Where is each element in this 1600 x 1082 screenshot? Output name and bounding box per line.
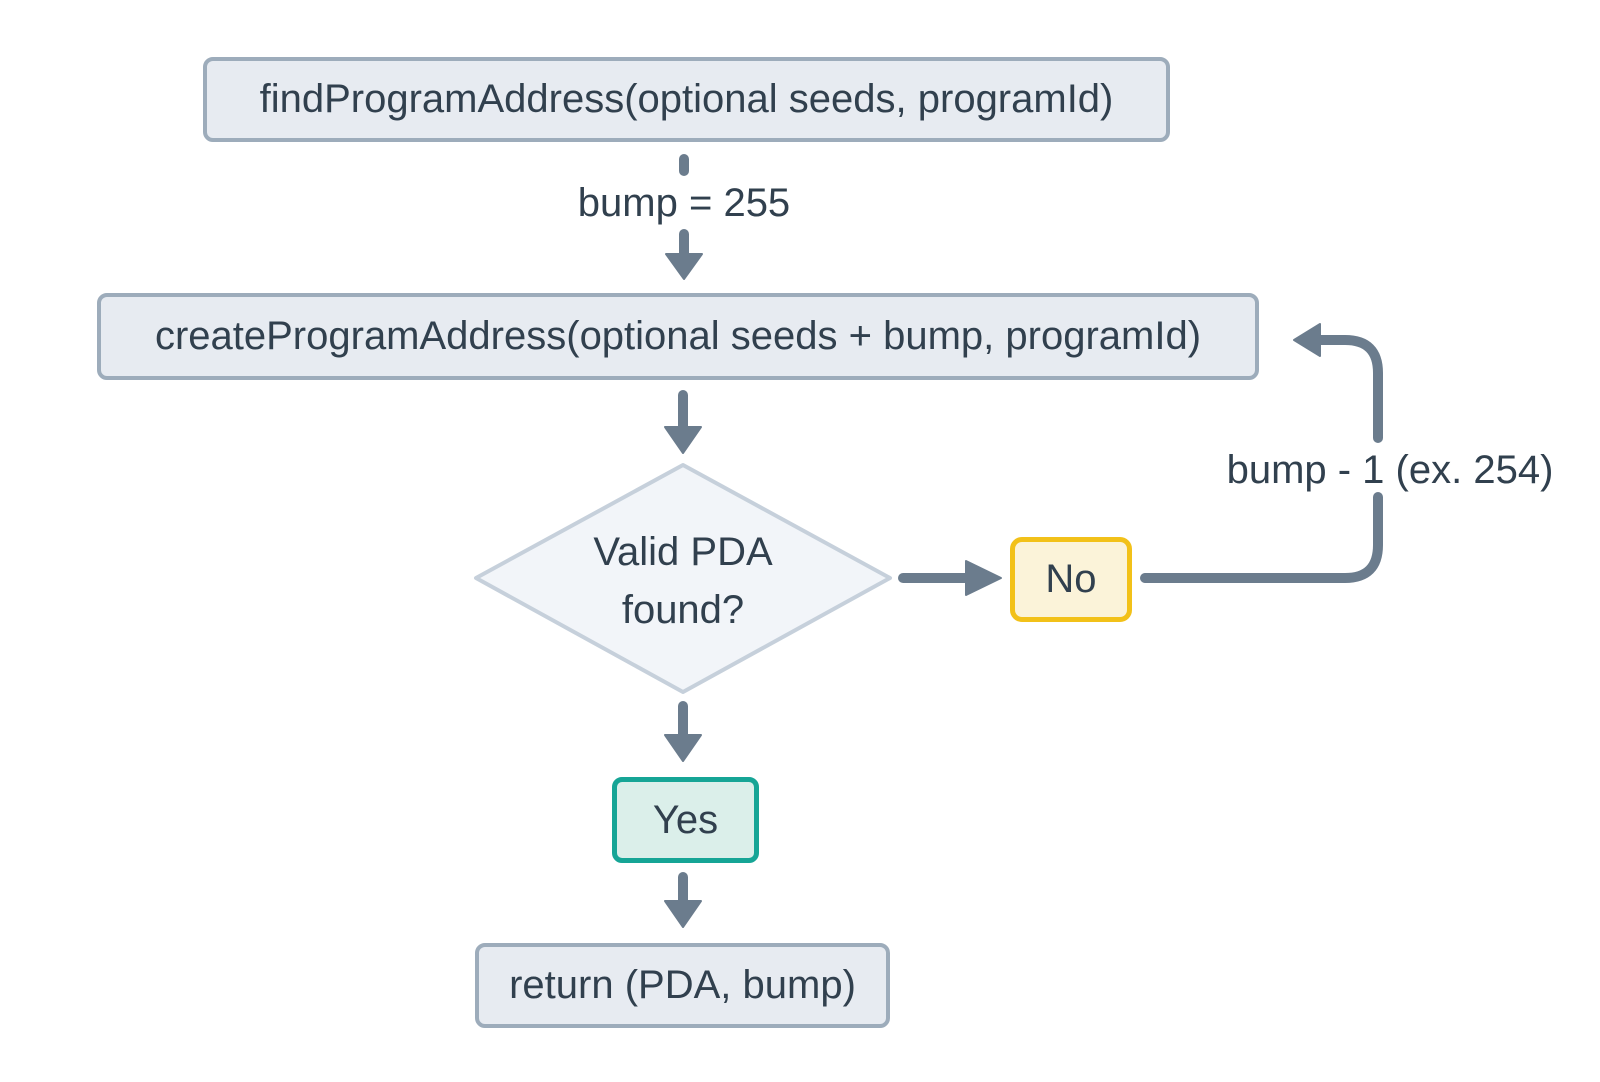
node-create-program-address-label: createProgramAddress(optional seeds + bu… <box>154 314 1202 358</box>
arrowhead-to-return <box>664 900 702 928</box>
decision-label-line2: found? <box>621 588 745 632</box>
node-no: No <box>1010 537 1132 622</box>
node-find-program-address: findProgramAddress(optional seeds, progr… <box>203 57 1170 142</box>
arrowhead-to-create <box>665 253 703 280</box>
edge-label-bump-decrement: bump - 1 (ex. 254) <box>1226 448 1554 492</box>
arrowhead-to-no <box>965 560 1002 596</box>
arrowhead-loop-to-create <box>1293 323 1321 357</box>
connector-no-loop-lower <box>1140 492 1383 583</box>
node-valid-pda-decision-label: Valid PDA found? <box>533 523 833 639</box>
decision-diamond-shape <box>474 463 892 694</box>
arrowhead-to-decision <box>664 426 702 454</box>
arrowhead-to-yes <box>664 734 702 762</box>
node-yes-label: Yes <box>652 797 719 842</box>
node-yes: Yes <box>612 777 759 863</box>
node-return-label: return (PDA, bump) <box>509 963 856 1007</box>
node-return: return (PDA, bump) <box>475 943 890 1028</box>
connector-no-loop-upper <box>1315 335 1383 443</box>
edge-label-bump-init: bump = 255 <box>577 181 791 225</box>
node-no-label: No <box>1045 557 1097 601</box>
node-create-program-address: createProgramAddress(optional seeds + bu… <box>97 293 1259 380</box>
node-find-program-address-label: findProgramAddress(optional seeds, progr… <box>259 77 1114 121</box>
decision-label-line1: Valid PDA <box>593 530 773 574</box>
